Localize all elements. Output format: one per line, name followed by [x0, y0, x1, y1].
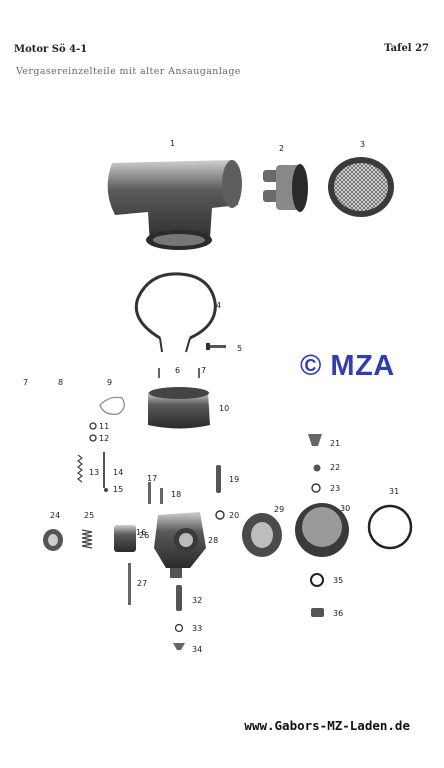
label-17: 17 [147, 474, 157, 483]
part-4-clamp-ring [134, 272, 217, 353]
part-29-float-cover [242, 513, 282, 557]
part-31-seal-ring [367, 504, 413, 550]
part-2-elbow [263, 164, 308, 212]
label-28: 28 [208, 536, 218, 545]
label-2: 2 [279, 144, 284, 153]
label-8: 8 [58, 378, 63, 387]
label-30: 30 [340, 504, 350, 513]
label-3: 3 [360, 140, 365, 149]
label-9: 9 [107, 378, 112, 387]
footer-website-link[interactable]: www.Gabors-MZ-Laden.de [244, 718, 410, 733]
part-27-needle [128, 563, 131, 605]
label-16: 16 [136, 528, 146, 537]
part-32-fitting [176, 585, 182, 611]
part-10-clamp [148, 387, 210, 429]
part-18-jet [160, 488, 163, 504]
part-3-air-filter [328, 157, 394, 217]
part-20-washer [215, 510, 225, 520]
label-5: 5 [237, 344, 242, 353]
label-19: 19 [229, 475, 239, 484]
label-4: 4 [216, 301, 221, 310]
label-31: 31 [389, 487, 399, 496]
part-34-screw [173, 643, 185, 650]
part-26-slide [114, 525, 136, 552]
part-12-washer [89, 434, 97, 442]
label-23: 23 [330, 484, 340, 493]
label-26: 26 [139, 531, 149, 540]
part-22-nut [313, 464, 321, 472]
part-14-needle [103, 452, 105, 488]
label-32: 32 [192, 596, 202, 605]
label-33: 33 [192, 624, 202, 633]
label-25: 25 [84, 511, 94, 520]
part-11-washer [89, 422, 97, 430]
part-33-washer [174, 623, 184, 633]
label-20: 20 [229, 511, 239, 520]
part-13-spring [77, 454, 83, 483]
part-9-clip [99, 396, 125, 415]
label-27: 27 [137, 579, 147, 588]
label-11: 11 [99, 422, 109, 431]
label-36: 36 [333, 609, 343, 618]
part-6-pin [158, 368, 160, 378]
part-19-screw [216, 465, 221, 493]
part-25-spring [81, 529, 93, 549]
part-30-float-bowl [295, 503, 349, 557]
label-21: 21 [330, 439, 340, 448]
label-22: 22 [330, 463, 340, 472]
part-7-pin [198, 368, 200, 378]
part-28-carburetor-body [154, 512, 206, 578]
part-21-screw [308, 434, 322, 446]
label-13: 13 [89, 468, 99, 477]
part-5-screw [206, 343, 226, 350]
label-24: 24 [50, 511, 60, 520]
part-15-clip [104, 488, 108, 492]
part-24-cap [43, 529, 63, 551]
part-1-intake-housing [107, 160, 242, 250]
part-23-washer [311, 483, 321, 493]
label-35: 35 [333, 576, 343, 585]
label-18: 18 [171, 490, 181, 499]
page-subtitle: Vergasereinzelteile mit alter Ansauganla… [16, 66, 241, 77]
label-7a: 7 [201, 366, 206, 375]
part-17-jet [148, 482, 151, 504]
part-35-ring [310, 573, 324, 587]
copyright-watermark: © MZA [300, 350, 395, 382]
label-10: 10 [219, 404, 229, 413]
label-6: 6 [175, 366, 180, 375]
label-1: 1 [170, 139, 175, 148]
label-15: 15 [113, 485, 123, 494]
label-34: 34 [192, 645, 202, 654]
part-number-labels: 1 2 3 4 5 6 7 7 8 9 10 11 12 13 14 15 16… [23, 139, 399, 654]
label-29: 29 [274, 505, 284, 514]
label-14: 14 [113, 468, 123, 477]
header-title: Motor Sö 4-1 [14, 44, 88, 55]
part-36-nut [311, 608, 324, 617]
plate-number: Tafel 27 [384, 43, 429, 54]
label-12: 12 [99, 434, 109, 443]
label-7b: 7 [23, 378, 28, 387]
